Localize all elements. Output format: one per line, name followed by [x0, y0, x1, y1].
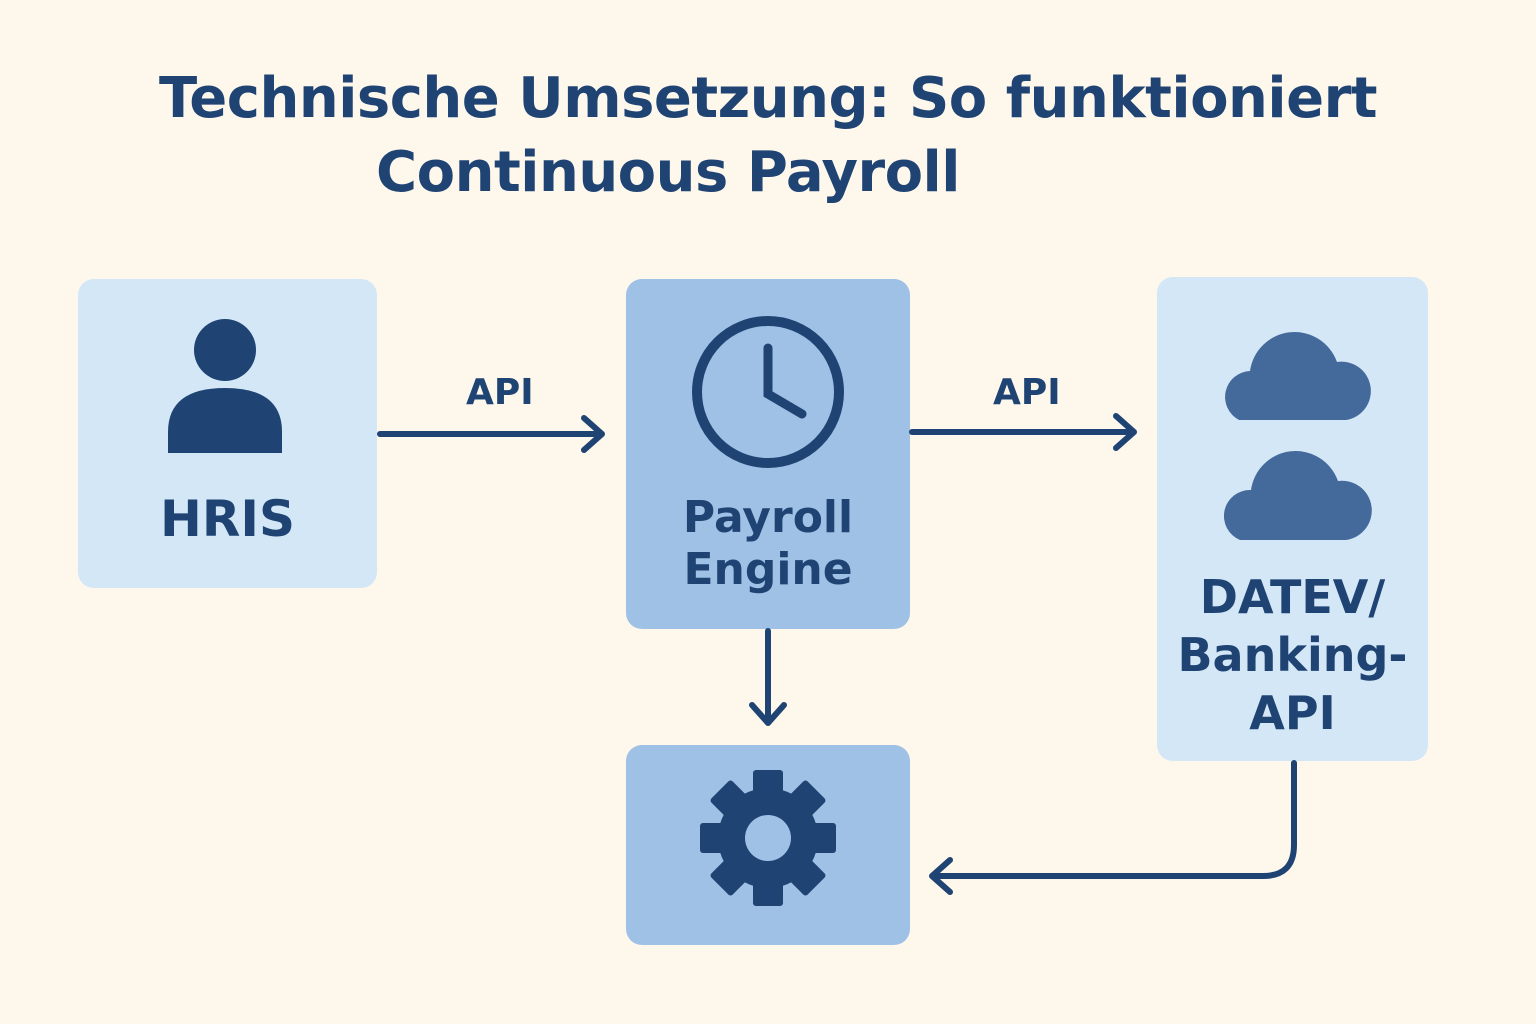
cloud-icon-2: [1223, 451, 1372, 540]
hris-label: HRIS: [160, 490, 295, 548]
payroll-engine-label: Payroll Engine: [626, 492, 910, 596]
gear-icon: [700, 770, 836, 906]
arrow-datev-to-processing: [929, 760, 1297, 895]
payroll-engine-label-line-1: Payroll: [682, 492, 854, 543]
person-icon: [168, 319, 282, 453]
title-line-2: Continuous Payroll: [376, 140, 960, 205]
arrow-engine-to-processing: [749, 628, 787, 726]
datev-label-line-3: API: [1249, 686, 1336, 740]
datev-label-line-1: DATEV/: [1199, 570, 1386, 624]
title-line-1: Technische Umsetzung: So funktioniert: [159, 66, 1377, 131]
cloud-icon: [1225, 332, 1371, 420]
clock-icon: [692, 316, 844, 468]
payroll-engine-label-line-2: Engine: [683, 544, 853, 595]
payroll-engine-node: [626, 279, 910, 629]
edge-label-hris-engine: API: [466, 372, 534, 413]
edge-label-engine-datev: API: [993, 372, 1061, 413]
arrow-hris-to-engine: [377, 415, 605, 453]
datev-label-line-2: Banking-: [1177, 628, 1408, 682]
diagram-title: Technische Umsetzung: So funktioniert Co…: [0, 62, 1536, 210]
datev-banking-api-label: DATEV/ Banking- API: [1157, 568, 1428, 742]
arrow-engine-to-datev: [909, 413, 1137, 451]
